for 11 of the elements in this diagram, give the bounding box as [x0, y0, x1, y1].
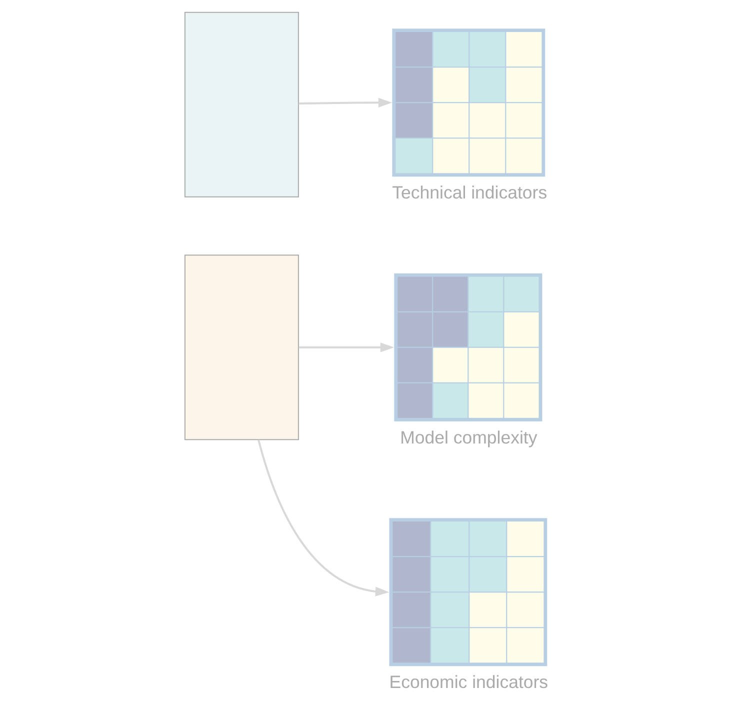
node-box [184, 254, 299, 440]
node-box [389, 518, 548, 666]
arrow [258, 440, 390, 596]
node-box [394, 273, 542, 422]
node-label: Economic indicators [389, 672, 548, 692]
arrow [298, 98, 392, 108]
node-box [392, 28, 546, 177]
arrow [298, 342, 394, 352]
node-label: Technical indicators [392, 182, 548, 203]
node-box [184, 12, 299, 198]
node-label: Model complexity [400, 427, 538, 448]
